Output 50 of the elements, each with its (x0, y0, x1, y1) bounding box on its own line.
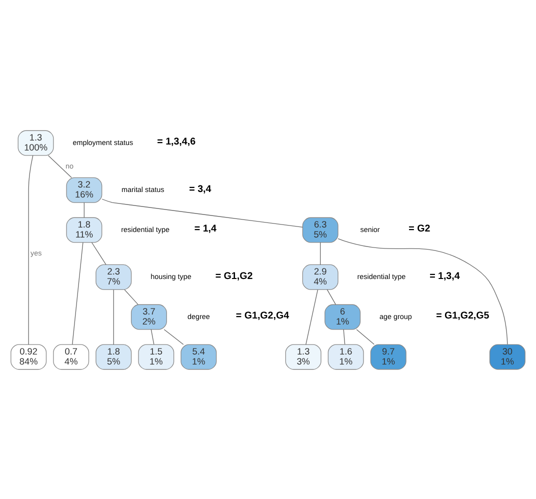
label: age group (380, 311, 412, 320)
node-box: 2.3 7% (96, 264, 132, 290)
label: housing type (150, 271, 192, 280)
connector (150, 328, 154, 344)
connector (113, 288, 114, 344)
node-box: 9.7 1% (370, 344, 406, 370)
node-box: 1.3 3% (285, 344, 322, 370)
node-box: 0.7 4% (53, 344, 90, 370)
node-box: 0.92 84% (10, 344, 47, 370)
node-box: 1.5 1% (138, 344, 174, 370)
connector (102, 198, 303, 227)
node-box: 1.8 5% (96, 344, 132, 370)
connector (28, 154, 34, 344)
label: = G1,G2,G5 (436, 310, 490, 322)
label: senior (360, 224, 380, 234)
connector (72, 242, 84, 344)
connector (356, 328, 374, 344)
node-box: 6 1% (324, 304, 361, 330)
node-box: 30 1% (489, 344, 526, 370)
node-box: 5.4 1% (180, 344, 217, 370)
node-box: 3.2 16% (66, 176, 102, 202)
label: = 1,3,4 (430, 270, 460, 282)
connector (91, 242, 106, 264)
label: = G2 (408, 223, 430, 234)
node-box: 1.3 100% (18, 130, 54, 156)
connector (343, 328, 346, 344)
node-box: 1.6 1% (328, 344, 364, 370)
label: marital status (121, 184, 164, 194)
label: employment status (72, 137, 134, 146)
connector (326, 288, 336, 304)
connector (164, 328, 184, 344)
label: = 3,4 (189, 183, 212, 194)
label: = 1,3,4,6 (157, 136, 196, 148)
node-box: 6.3 5% (302, 216, 338, 242)
connector (338, 238, 508, 344)
label: = 1,4 (194, 223, 216, 234)
edge-label: no (65, 160, 74, 170)
label: = G1,G2 (215, 270, 253, 282)
label: = G1,G2,G4 (236, 310, 290, 322)
connector (124, 288, 138, 304)
node-box: 1.8 11% (66, 216, 102, 242)
label: degree (188, 311, 210, 320)
connector (320, 242, 321, 264)
label: residential type (357, 271, 406, 280)
label: residential type (121, 224, 170, 234)
connector (48, 154, 72, 178)
node-box: 3.7 2% (130, 304, 167, 330)
node-box: 2.9 4% (302, 264, 338, 290)
connector (306, 288, 318, 344)
edge-label: yes (30, 248, 42, 257)
